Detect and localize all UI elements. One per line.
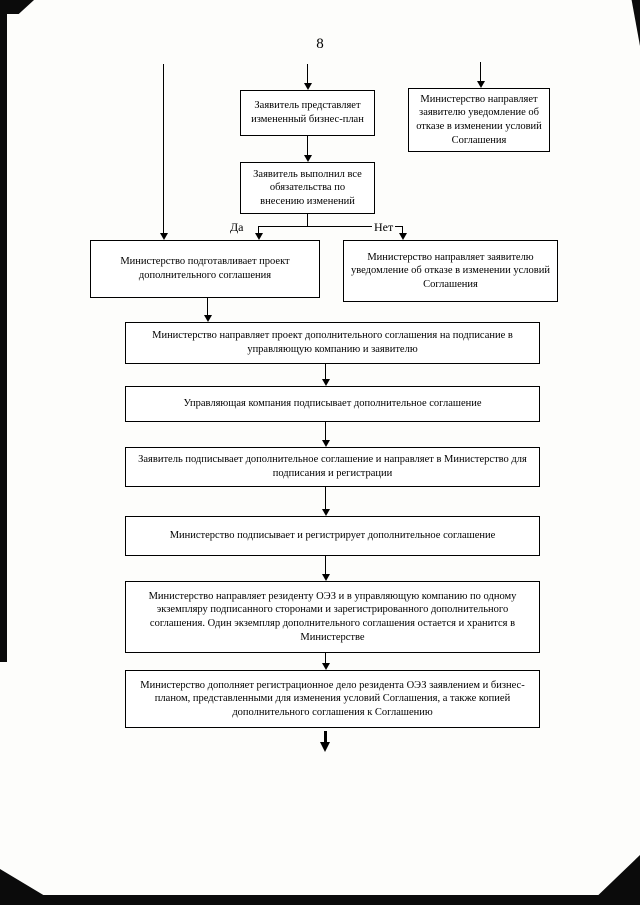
flow-node-ministry-signs: Министерство подписывает и регистрирует … <box>125 516 540 556</box>
flow-node-refusal-notice: Министерство направляет заявителю уведом… <box>343 240 558 302</box>
scan-artifact-top-left <box>0 0 34 14</box>
flow-node-refusal-notice-top: Министерство направляет заявителю уведом… <box>408 88 550 152</box>
arrow-long-into-prepare-draft <box>159 64 168 240</box>
branch-no-arrow <box>398 226 407 240</box>
flow-node-send-draft: Министерство направляет проект дополните… <box>125 322 540 364</box>
flow-node-obligations-check: Заявитель выполнил все обязательства по … <box>240 162 375 214</box>
flow-node-applicant-signs: Заявитель подписывает дополнительное сог… <box>125 447 540 487</box>
flow-node-update-file: Министерство дополняет регистрационное д… <box>125 670 540 728</box>
arrow-into-submit-plan <box>303 64 312 90</box>
flow-node-distribute-copies: Министерство направляет резиденту ОЭЗ и … <box>125 581 540 653</box>
flow-node-prepare-draft: Министерство подготавливает проект допол… <box>90 240 320 298</box>
arrow-ministry-to-copies <box>321 556 330 581</box>
arrow-draft-to-send <box>203 298 212 322</box>
arrow-continue-next-page <box>320 731 329 752</box>
arrow-into-refusal-notice-top <box>476 62 485 88</box>
branch-yes-arrow <box>254 226 263 240</box>
flow-node-company-signs: Управляющая компания подписывает дополни… <box>125 386 540 422</box>
branch-label-no: Нет <box>372 220 396 235</box>
arrow-copies-to-file <box>321 653 330 670</box>
page-number: 8 <box>316 36 324 52</box>
arrow-company-to-applicant <box>321 422 330 447</box>
arrow-send-to-company <box>321 364 330 386</box>
branch-horizontal-line <box>258 226 402 227</box>
scan-artifact-left-edge <box>0 0 7 662</box>
scan-artifact-bottom-edge <box>0 895 640 905</box>
flow-node-submit-plan: Заявитель представляет измененный бизнес… <box>240 90 375 136</box>
branch-stem-line <box>307 214 308 226</box>
arrow-submit-to-check <box>303 136 312 162</box>
branch-label-yes: Да <box>228 220 246 235</box>
arrow-applicant-to-ministry <box>321 487 330 516</box>
